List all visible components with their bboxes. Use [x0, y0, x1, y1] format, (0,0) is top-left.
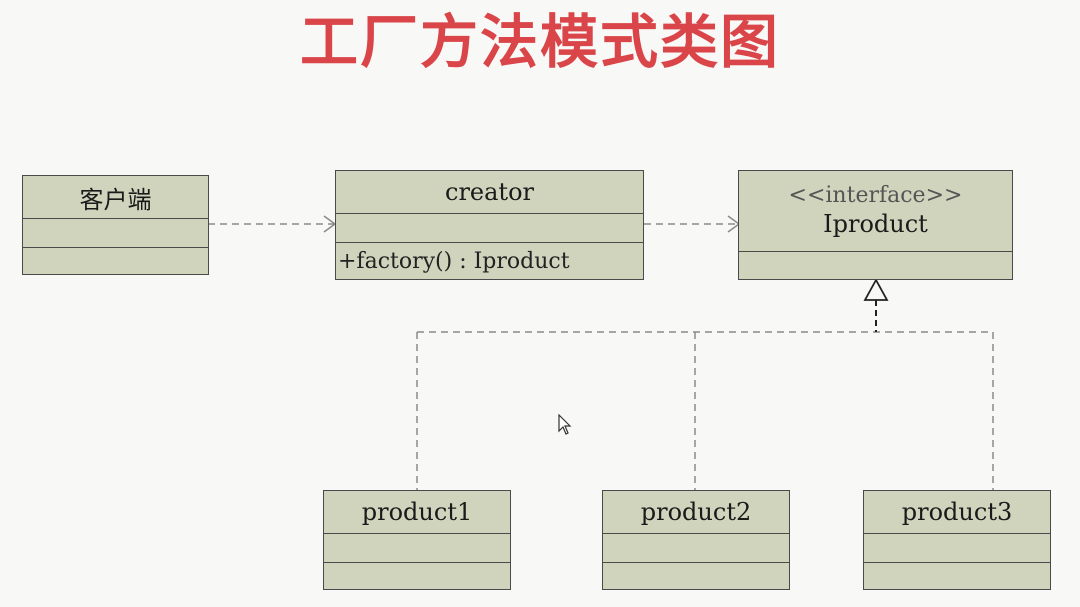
class-product3-attributes — [864, 533, 1050, 562]
interface-iproduct-operations — [739, 251, 1012, 279]
mouse-pointer-icon — [558, 414, 572, 435]
slide-title: 工厂方法模式类图 — [299, 8, 780, 76]
class-client-name: 客户端 — [79, 185, 152, 214]
realization-products-to-iproduct — [416, 278, 994, 490]
class-product2-name: product2 — [640, 498, 752, 526]
class-product2-operations — [603, 562, 789, 589]
class-creator-name: creator — [445, 178, 534, 206]
dependency-creator-to-iproduct — [644, 215, 741, 233]
interface-iproduct[interactable]: <<interface>> Iproduct — [738, 170, 1013, 280]
class-product2-attributes — [603, 533, 789, 562]
class-product3-operations — [864, 562, 1050, 589]
interface-stereotype: <<interface>> — [788, 183, 963, 208]
class-client-operations — [23, 247, 208, 274]
class-product2[interactable]: product2 — [602, 490, 790, 590]
class-client-attributes — [23, 218, 208, 247]
class-product1-attributes — [324, 533, 510, 562]
interface-iproduct-name: Iproduct — [823, 210, 928, 238]
class-product1-operations — [324, 562, 510, 589]
interface-iproduct-header: <<interface>> Iproduct — [739, 171, 1012, 251]
class-creator-operation: +factory() : Iproduct — [336, 242, 643, 279]
class-product1-name: product1 — [361, 498, 473, 526]
class-product1[interactable]: product1 — [323, 490, 511, 590]
class-product3[interactable]: product3 — [863, 490, 1051, 590]
class-client[interactable]: 客户端 — [22, 175, 209, 275]
class-creator-attributes — [336, 213, 643, 242]
realization-arrowhead-icon — [863, 278, 889, 301]
class-product3-name: product3 — [901, 498, 1013, 526]
dependency-client-to-creator — [208, 215, 337, 233]
class-creator[interactable]: creator +factory() : Iproduct — [335, 170, 644, 280]
